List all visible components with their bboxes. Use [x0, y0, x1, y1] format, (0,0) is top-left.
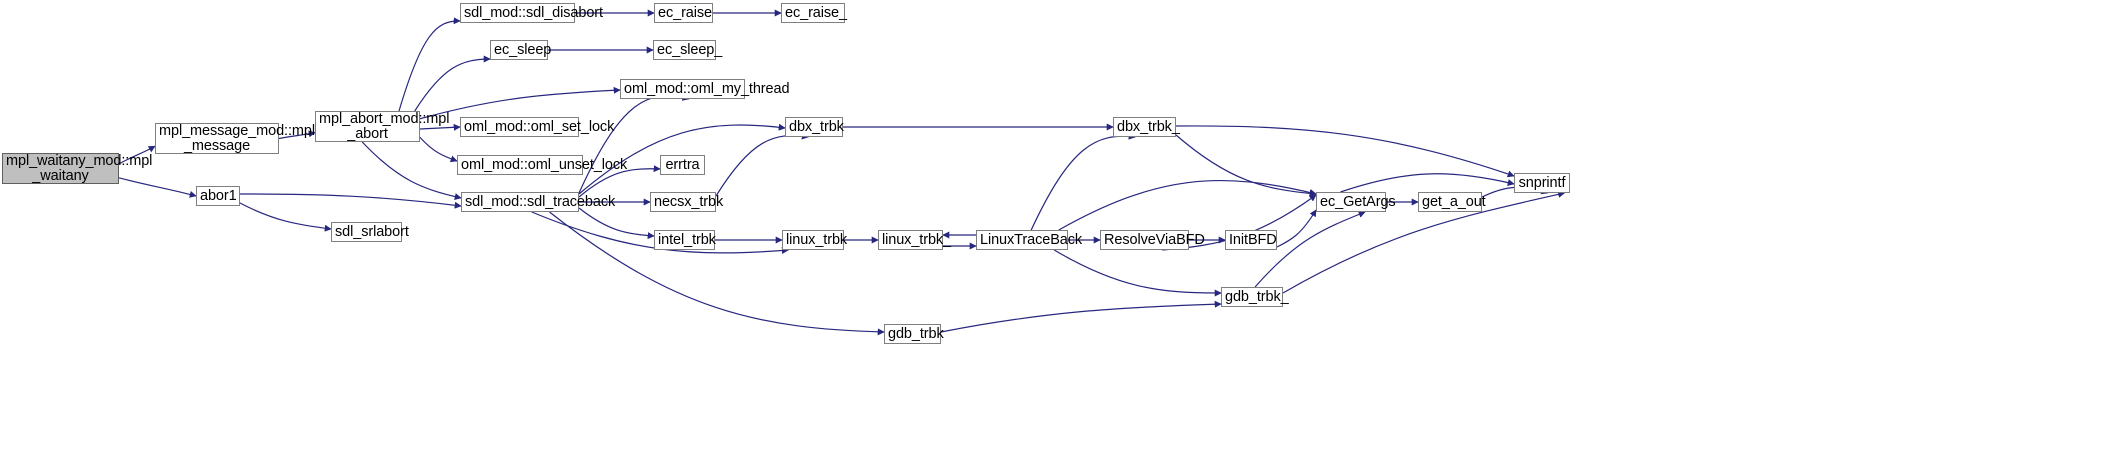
- graph-node-oml_my_thread[interactable]: oml_mod::oml_my_thread: [620, 79, 790, 99]
- graph-node-label: ec_raise: [658, 4, 713, 21]
- graph-edge-sdl_traceback-to-oml_my_thread: [578, 93, 690, 194]
- graph-node-ec_sleep[interactable]: ec_sleep: [490, 40, 552, 60]
- graph-node-label: mpl_abort_mod::mpl _abort: [319, 110, 450, 142]
- graph-node-mpl_waitany[interactable]: mpl_waitany_mod::mpl _waitany: [2, 152, 153, 184]
- graph-edge-sdl_traceback-to-errtra: [578, 165, 661, 198]
- graph-edge-dbx_trbk_-to-ec_GetArgs: [1175, 134, 1317, 197]
- graph-edge-LinuxTraceBack-to-ec_GetArgs: [1058, 179, 1317, 231]
- graph-node-label: mpl_message_mod::mpl _message: [159, 122, 315, 154]
- graph-edge-dbx_trbk_-to-snprintf: [1175, 125, 1515, 178]
- graph-node-dbx_trbk[interactable]: dbx_trbk: [785, 117, 844, 137]
- graph-node-sdl_traceback[interactable]: sdl_mod::sdl_traceback: [461, 192, 616, 212]
- graph-edge-mpl_waitany-to-abor1: [118, 177, 197, 198]
- graph-edge-LinuxTraceBack-to-gdb_trbk_: [1053, 249, 1222, 297]
- graph-node-snprintf[interactable]: snprintf: [1514, 173, 1570, 193]
- graph-edge-mpl_abort-to-ec_sleep: [414, 55, 491, 112]
- graph-node-label: gdb_trbk: [888, 325, 944, 342]
- graph-node-label: ResolveViaBFD: [1104, 231, 1205, 248]
- graph-node-gdb_trbk[interactable]: gdb_trbk: [884, 324, 944, 344]
- graph-edge-abor1-to-sdl_srlabort: [239, 202, 332, 232]
- graph-node-oml_unset_lock[interactable]: oml_mod::oml_unset_lock: [457, 155, 628, 175]
- graph-node-ResolveViaBFD[interactable]: ResolveViaBFD: [1100, 230, 1205, 250]
- graph-node-linux_trbk[interactable]: linux_trbk: [782, 230, 848, 250]
- graph-edge-sdl_traceback-to-intel_trbk: [578, 207, 655, 240]
- graph-node-intel_trbk[interactable]: intel_trbk: [654, 230, 716, 250]
- graph-edge-mpl_abort-to-oml_my_thread: [419, 86, 621, 120]
- graph-edge-necsx_trbk-to-dbx_trbk: [715, 132, 809, 197]
- graph-edge-mpl_abort-to-oml_unset_lock: [419, 136, 458, 163]
- graph-node-necsx_trbk[interactable]: necsx_trbk: [650, 192, 724, 212]
- graph-node-label: oml_mod::oml_unset_lock: [461, 156, 628, 173]
- graph-edge-LinuxTraceBack-to-dbx_trbk_: [1030, 132, 1136, 231]
- graph-node-linux_trbk_[interactable]: linux_trbk_: [878, 230, 952, 250]
- graph-node-label: oml_mod::oml_set_lock: [464, 118, 615, 135]
- graph-node-label: ec_GetArgs: [1320, 193, 1396, 210]
- graph-node-label: dbx_trbk: [789, 118, 844, 135]
- graph-node-label: get_a_out: [1422, 193, 1486, 210]
- graph-node-label: ec_sleep_: [657, 41, 723, 58]
- graph-node-ec_sleep_[interactable]: ec_sleep_: [653, 40, 723, 60]
- graph-edge-InitBFD-to-ec_GetArgs: [1276, 209, 1317, 248]
- graph-node-get_a_out[interactable]: get_a_out: [1418, 192, 1486, 212]
- graph-node-gdb_trbk_[interactable]: gdb_trbk_: [1221, 287, 1289, 307]
- graph-node-label: intel_trbk: [658, 231, 716, 248]
- graph-node-label: mpl_waitany_mod::mpl _waitany: [6, 152, 153, 184]
- graph-edge-abor1-to-sdl_traceback: [239, 193, 462, 209]
- graph-node-mpl_abort[interactable]: mpl_abort_mod::mpl _abort: [315, 110, 450, 142]
- graph-node-label: sdl_srlabort: [335, 223, 409, 240]
- graph-node-label: oml_mod::oml_my_thread: [624, 80, 790, 97]
- graph-node-oml_set_lock[interactable]: oml_mod::oml_set_lock: [460, 117, 615, 137]
- graph-node-label: InitBFD: [1229, 231, 1277, 248]
- graph-node-InitBFD[interactable]: InitBFD: [1225, 230, 1277, 250]
- graph-node-label: necsx_trbk: [654, 193, 724, 210]
- graph-node-label: sdl_mod::sdl_disabort: [464, 4, 603, 21]
- graph-edge-gdb_trbk-to-gdb_trbk_: [940, 300, 1222, 333]
- graph-node-sdl_srlabort[interactable]: sdl_srlabort: [331, 222, 409, 242]
- graph-node-label: ec_sleep: [494, 41, 552, 58]
- graph-node-ec_raise[interactable]: ec_raise: [654, 3, 713, 23]
- graph-node-errtra[interactable]: errtra: [660, 155, 705, 175]
- graph-node-label: errtra: [665, 156, 700, 173]
- graph-node-label: abor1: [200, 187, 237, 204]
- graph-edge-mpl_abort-to-sdl_traceback: [361, 141, 462, 201]
- graph-node-label: sdl_mod::sdl_traceback: [465, 193, 616, 210]
- graph-node-label: linux_trbk: [786, 231, 848, 248]
- graph-node-ec_raise_[interactable]: ec_raise_: [781, 3, 847, 23]
- graph-node-label: gdb_trbk_: [1225, 288, 1289, 305]
- graph-node-mpl_message[interactable]: mpl_message_mod::mpl _message: [155, 122, 315, 154]
- graph-node-abor1[interactable]: abor1: [196, 186, 240, 206]
- graph-edge-mpl_abort-to-sdl_disabort: [398, 17, 461, 112]
- graph-edge-mpl_abort-to-oml_set_lock: [419, 123, 461, 131]
- graph-node-label: linux_trbk_: [882, 231, 952, 248]
- graph-node-label: snprintf: [1518, 174, 1566, 191]
- graph-node-label: LinuxTraceBack: [980, 231, 1083, 248]
- graph-node-ec_GetArgs[interactable]: ec_GetArgs: [1316, 192, 1396, 212]
- graph-edge-ec_GetArgs-to-snprintf: [1340, 173, 1515, 193]
- graph-node-label: ec_raise_: [785, 4, 847, 21]
- graph-node-sdl_disabort[interactable]: sdl_mod::sdl_disabort: [460, 3, 603, 23]
- graph-node-label: dbx_trbk_: [1117, 118, 1180, 135]
- graph-node-LinuxTraceBack[interactable]: LinuxTraceBack: [976, 230, 1083, 250]
- graph-node-dbx_trbk_[interactable]: dbx_trbk_: [1113, 117, 1180, 137]
